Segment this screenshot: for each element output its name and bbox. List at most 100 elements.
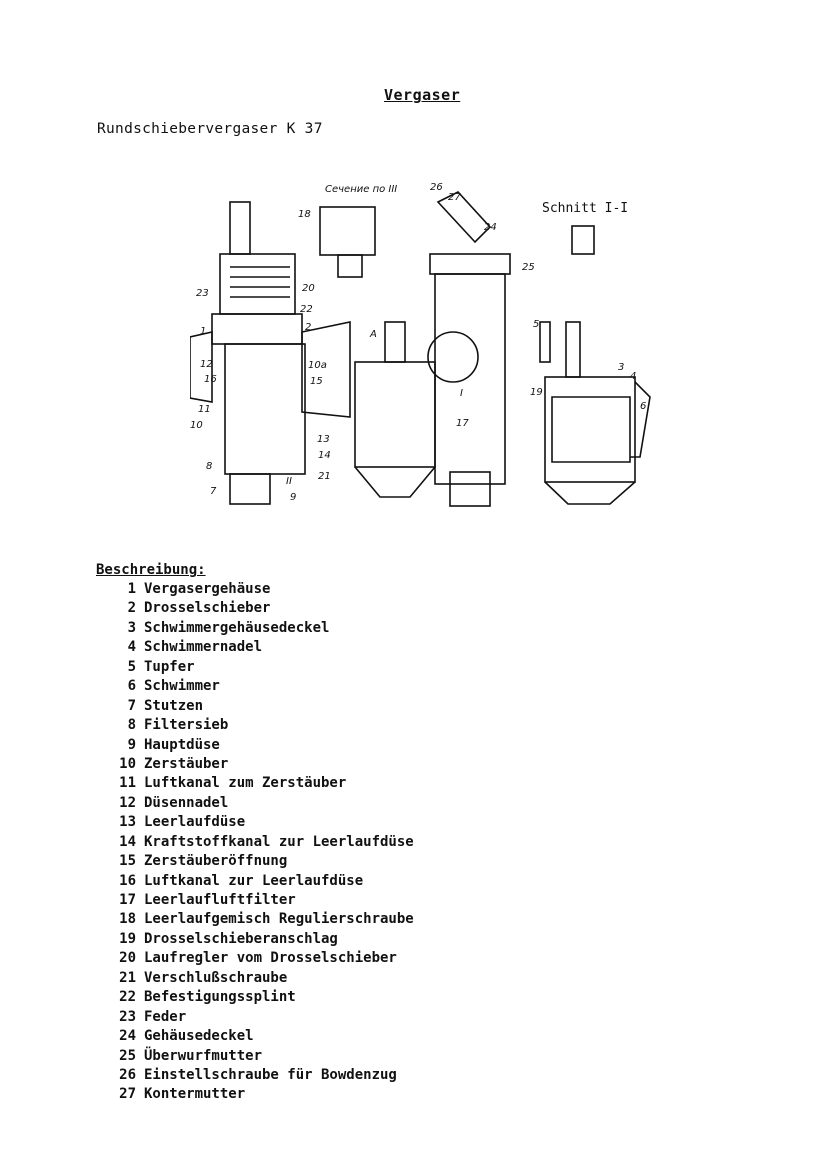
legend-item-number: 27 <box>119 1086 136 1103</box>
legend-item: 16 Luftkanal zur Leerlaufdüse <box>110 872 414 891</box>
legend-item-text: Zerstäuber <box>144 755 229 772</box>
float-chamber-bottom-shape <box>544 481 636 505</box>
legend-item-number: 1 <box>127 581 136 597</box>
callout-1: 1 <box>200 326 206 337</box>
jet-housing-shape <box>229 473 271 505</box>
callout-12: 12 <box>200 359 213 370</box>
union-nut-shape <box>429 253 511 275</box>
callout-10a: 10a <box>308 360 327 371</box>
cable-adjuster-shape <box>229 201 251 255</box>
section-i-detail-shape <box>571 225 595 255</box>
legend-item: 25 Überwurfmutter <box>110 1047 414 1066</box>
section-label: Сечение по III <box>325 184 397 195</box>
legend-item: 3 Schwimmergehäusedeckel <box>110 619 414 638</box>
throttle-bore-shape <box>427 331 479 383</box>
callout-20: 20 <box>302 283 315 294</box>
legend-item-number: 19 <box>119 930 136 947</box>
callout-4: 4 <box>630 371 636 382</box>
description-heading: Beschreibung: <box>96 562 206 578</box>
callout-26: 26 <box>430 182 443 193</box>
spring-coils-shape <box>230 266 290 298</box>
legend-item-number: 6 <box>127 678 136 695</box>
legend-item-number: 3 <box>127 619 136 636</box>
callout-21: 21 <box>318 471 331 482</box>
slide-chamber-shape <box>219 253 296 315</box>
legend-item-number: 5 <box>127 658 136 675</box>
legend-item: 23 Feder <box>110 1008 414 1027</box>
callout-17: 17 <box>456 418 469 429</box>
left-lower-body-shape <box>224 343 306 475</box>
legend-item-text: Leerlaufluftfilter <box>144 892 296 908</box>
legend-item-text: Luftkanal zum Zerstäuber <box>144 775 347 792</box>
legend-item-text: Leerlaufdüse <box>144 814 246 831</box>
callout-27: 27 <box>448 192 461 203</box>
legend-item-number: 25 <box>119 1047 136 1064</box>
float-chamber-side-shape <box>630 381 651 458</box>
legend-item-text: Luftkanal zur Leerlaufdüse <box>144 872 364 889</box>
tickler-shape <box>539 321 551 363</box>
callout-II: II <box>286 476 292 487</box>
section-detail-lower-shape <box>337 254 363 278</box>
outlet-shape <box>301 321 351 418</box>
callout-25: 25 <box>522 262 535 273</box>
legend-item-number: 7 <box>127 697 136 714</box>
section-label-2: Schnitt I-I <box>542 201 628 216</box>
legend-item: 21 Verschlußschraube <box>110 969 414 988</box>
callout-14: 14 <box>318 450 331 461</box>
legend-item-number: 23 <box>119 1008 136 1025</box>
float-needle-shape <box>565 321 581 378</box>
legend-item-number: 13 <box>119 814 136 831</box>
page-title: Vergaser <box>384 86 461 104</box>
callout-6: 6 <box>640 401 646 412</box>
legend-item-text: Düsennadel <box>144 794 229 811</box>
legend-item-text: Laufregler vom Drosselschieber <box>144 950 397 967</box>
legend-item-number: 17 <box>119 892 136 908</box>
legend-item: 13 Leerlaufdüse <box>110 813 414 832</box>
float-bowl-left-shape <box>354 361 436 468</box>
cable-tube-shape <box>436 191 492 244</box>
legend-item-number: 21 <box>119 969 136 986</box>
legend-item-number: 14 <box>119 833 136 850</box>
callout-2: 2 <box>305 322 311 333</box>
left-body-shape <box>211 313 303 345</box>
callout-I: I <box>460 388 463 399</box>
callout-18: 18 <box>298 209 311 220</box>
legend-item-text: Überwurfmutter <box>144 1047 263 1064</box>
legend-item-text: Schwimmer <box>144 678 220 695</box>
float-shape <box>551 396 631 463</box>
legend-item-text: Stutzen <box>144 697 204 714</box>
fuel-inlet-shape <box>384 321 406 363</box>
legend-item-text: Leerlaufgemisch Regulierschraube <box>144 911 414 928</box>
legend-item-text: Gehäusedeckel <box>144 1028 254 1045</box>
legend-item-text: Verschlußschraube <box>144 969 288 986</box>
carburetor-drawing-svg: Сечение по III Schnitt I-I 1 2 3 4 5 6 7… <box>190 182 651 507</box>
float-chamber-shape <box>544 376 636 483</box>
legend-item-number: 16 <box>119 872 136 889</box>
legend-item-text: Feder <box>144 1008 187 1025</box>
callout-5: 5 <box>533 319 539 330</box>
legend-item-number: 8 <box>127 717 136 734</box>
legend-item-text: Schwimmergehäusedeckel <box>144 619 330 636</box>
legend-item-number: 24 <box>119 1028 136 1045</box>
legend-item-text: Einstellschraube für Bowdenzug <box>144 1066 397 1083</box>
section-detail-shape <box>319 206 376 256</box>
nozzle-shape <box>449 471 491 507</box>
callout-15: 15 <box>310 376 323 387</box>
legend-item-number: 22 <box>119 989 136 1006</box>
callout-13: 13 <box>317 434 330 445</box>
page-subtitle: Rundschiebervergaser K 37 <box>97 121 323 137</box>
callout-24: 24 <box>484 222 497 233</box>
legend-item-text: Vergasergehäuse <box>144 581 271 597</box>
callout-11: 11 <box>198 404 211 415</box>
